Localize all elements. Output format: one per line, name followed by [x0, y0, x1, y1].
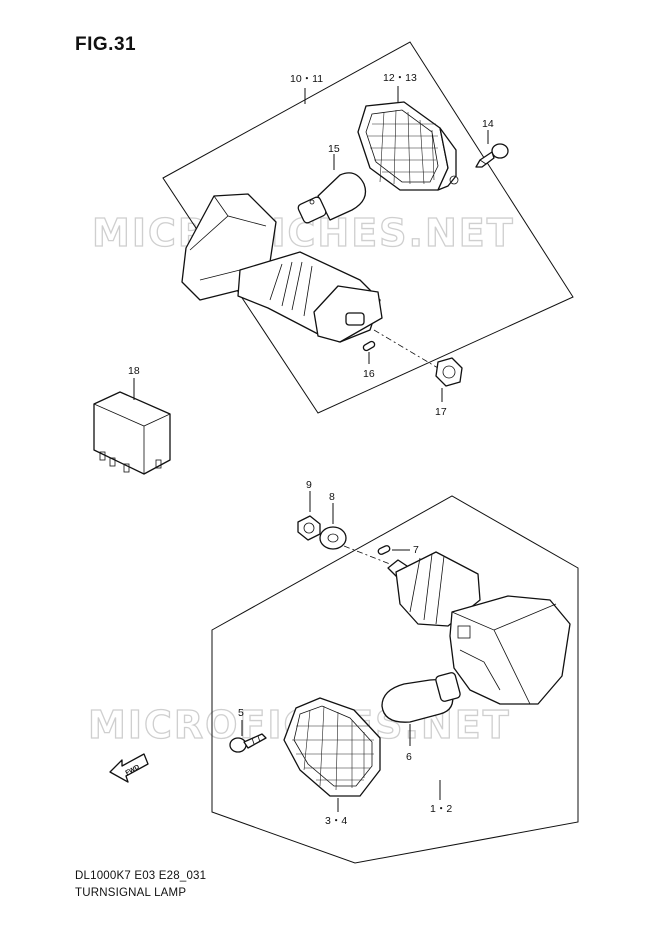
housing-part-10-11 [181, 193, 383, 343]
nut-part-17 [435, 357, 463, 387]
upper-assembly-frame [162, 41, 574, 414]
lens-part-3-4 [283, 697, 381, 797]
callout-1-2: 1・2 [430, 803, 452, 815]
callout-12-13: 12・13 [383, 72, 417, 84]
assembly-axis-lower [343, 545, 396, 567]
callout-9: 9 [306, 479, 312, 491]
assembly-axis-upper [373, 329, 439, 369]
screw-part-5 [229, 733, 267, 753]
callout-7: 7 [413, 544, 419, 556]
callout-16: 16 [363, 368, 375, 380]
housing-part-1-2 [387, 551, 571, 705]
lower-assembly-frame [211, 495, 579, 864]
callout-14: 14 [482, 118, 494, 130]
relay-part-18 [93, 391, 171, 475]
lens-part-12-13 [357, 101, 459, 191]
callout-17: 17 [435, 406, 447, 418]
figure-title: FIG.31 [75, 34, 137, 55]
pin-part-16 [362, 340, 376, 352]
callout-15: 15 [328, 143, 340, 155]
washer-part-8 [319, 526, 347, 550]
fwd-arrow-icon: FWD [109, 753, 149, 783]
screw-part-14 [475, 143, 509, 168]
figure-caption: TURNSIGNAL LAMP [75, 887, 187, 899]
callout-10-11: 10・11 [290, 73, 323, 85]
callout-5: 5 [238, 707, 244, 719]
nut-part-9 [297, 515, 321, 541]
bulb-part-15 [297, 172, 367, 224]
callout-3-4: 3・4 [325, 815, 347, 827]
callout-18: 18 [128, 365, 140, 377]
pin-part-7 [377, 545, 391, 555]
callout-6: 6 [406, 751, 412, 763]
bulb-part-6 [381, 672, 461, 723]
callout-8: 8 [329, 491, 335, 503]
model-code: DL1000K7 E03 E28_031 [75, 870, 207, 882]
